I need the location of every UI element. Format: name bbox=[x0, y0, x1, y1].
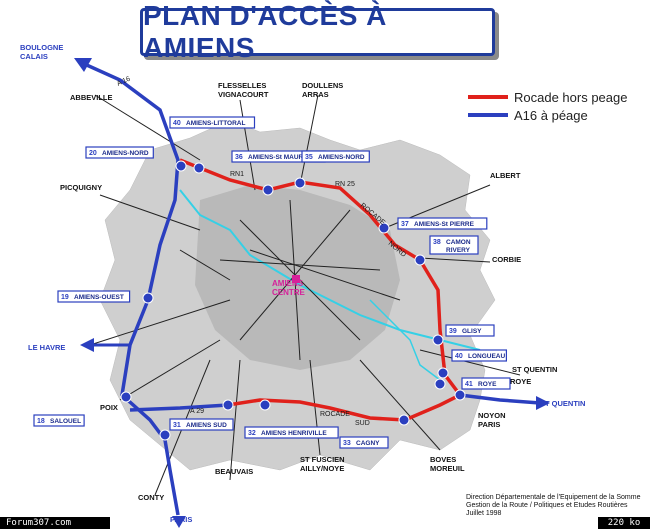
exit-name: AMIENS-St PIERRE bbox=[414, 221, 475, 228]
exit-amiens-ouest: 19 AMIENS-OUEST bbox=[57, 290, 131, 303]
road-rn25: RN 25 bbox=[335, 181, 355, 188]
direction-albert: ALBERT bbox=[490, 171, 521, 180]
center-marker bbox=[292, 275, 300, 283]
legend-swatch-a16 bbox=[468, 113, 508, 117]
footer-size: 220 ko bbox=[598, 517, 650, 529]
exit-name: GLISY bbox=[462, 328, 482, 335]
direction-beauvais: BEAUVAIS bbox=[215, 467, 253, 476]
road-rocade-s: ROCADE bbox=[320, 411, 350, 418]
exit-amiens-st-pierre: 37 AMIENS-St PIERRE bbox=[397, 217, 488, 230]
direction-paris: PARIS bbox=[170, 515, 192, 524]
exit-name: AMIENS HENRIVILLE bbox=[261, 430, 327, 437]
river bbox=[179, 189, 481, 351]
exit-name: AMIENS-St MAURICE bbox=[248, 154, 315, 161]
road-sud: SUD bbox=[355, 420, 370, 427]
legend: Rocade hors peage A16 à péage bbox=[468, 88, 627, 124]
exit-name: AMIENS SUD bbox=[186, 422, 227, 429]
arrow-le-havre bbox=[80, 338, 94, 352]
exit-number: 38 bbox=[433, 239, 441, 246]
exit-name: ROYE bbox=[478, 381, 497, 388]
direction-le-havre: LE HAVRE bbox=[28, 343, 65, 352]
exit-number: 32 bbox=[248, 430, 256, 437]
exit-cagny: 33 CAGNY bbox=[339, 436, 389, 449]
exit-number: 33 bbox=[343, 440, 351, 447]
credit-note: Direction Départementale de l'Equipement… bbox=[466, 494, 641, 517]
exit-number: 40 bbox=[455, 353, 463, 360]
road-rn1: RN1 bbox=[230, 171, 244, 178]
exit-name: AMIENS-OUEST bbox=[74, 294, 124, 301]
exit-name: AMIENS-NORD bbox=[318, 154, 365, 161]
exit-number: 41 bbox=[465, 381, 473, 388]
exit-number: 18 bbox=[37, 418, 45, 425]
a16-east bbox=[459, 393, 541, 405]
exit-longueau: 40 LONGUEAU bbox=[451, 349, 508, 362]
direction-abbeville: ABBEVILLE bbox=[70, 93, 113, 102]
exit-number: 19 bbox=[61, 294, 69, 301]
exit-name: AMIENS-LITTORAL bbox=[186, 120, 245, 127]
legend-label-rocade: Rocade hors peage bbox=[514, 89, 628, 105]
exit-name: LONGUEAU bbox=[468, 353, 506, 360]
exit-number: 39 bbox=[449, 328, 457, 335]
direction-conty: CONTY bbox=[138, 493, 164, 502]
a29-motorway bbox=[129, 403, 229, 412]
exit-amiens-littoral: 40 AMIENS-LITTORAL bbox=[169, 116, 256, 129]
exit-number: 36 bbox=[235, 154, 243, 161]
page-title: PLAN D'ACCÈS À AMIENS bbox=[143, 0, 387, 63]
exit-salouel: 18 SALOUEL bbox=[33, 414, 85, 427]
legend-label-a16: A16 à péage bbox=[514, 107, 588, 123]
exit-name: CAGNY bbox=[356, 440, 380, 447]
direction-picquigny: PICQUIGNY bbox=[60, 183, 102, 192]
direction-st-quentin-2: ST QUENTIN bbox=[540, 399, 585, 408]
arrow-paris bbox=[172, 516, 186, 528]
exit-name: AMIENS-NORD bbox=[102, 150, 149, 157]
arrow-boulogne bbox=[74, 58, 92, 72]
road-a29: A 29 bbox=[190, 408, 204, 415]
exit-name: SALOUEL bbox=[50, 418, 81, 425]
title-box: PLAN D'ACCÈS À AMIENS bbox=[140, 0, 495, 63]
footer-site: Forum307.com bbox=[0, 517, 110, 529]
exit-amiens-henriville: 32 AMIENS HENRIVILLE bbox=[244, 426, 339, 439]
exit-amiens-nord-b: 35 AMIENS-NORD bbox=[301, 150, 370, 163]
exit-number: 40 bbox=[173, 120, 181, 127]
direction-corbie: CORBIE bbox=[492, 255, 521, 264]
direction-st-quentin: ST QUENTIN bbox=[512, 365, 557, 374]
exit-number: 35 bbox=[305, 154, 313, 161]
legend-swatch-rocade bbox=[468, 95, 508, 99]
direction-roye: ROYE bbox=[510, 377, 531, 386]
exit-number: 31 bbox=[173, 422, 181, 429]
exit-amiens-sud: 31 AMIENS SUD bbox=[169, 418, 234, 431]
exit-glisy: 39 GLISY bbox=[445, 324, 495, 337]
arrow-st-quentin bbox=[536, 396, 550, 410]
secondary-roads bbox=[89, 94, 521, 496]
exit-roye-exit: 41 ROYE bbox=[461, 377, 511, 390]
river-branch bbox=[369, 299, 441, 381]
exit-number: 37 bbox=[401, 221, 409, 228]
junction-dots bbox=[120, 160, 466, 441]
exit-number: 20 bbox=[89, 150, 97, 157]
exit-amiens-nord-a: 20 AMIENS-NORD bbox=[85, 146, 154, 159]
legend-item-a16: A16 à péage bbox=[468, 106, 627, 124]
direction-poix: POIX bbox=[100, 403, 118, 412]
legend-item-rocade: Rocade hors peage bbox=[468, 88, 627, 106]
